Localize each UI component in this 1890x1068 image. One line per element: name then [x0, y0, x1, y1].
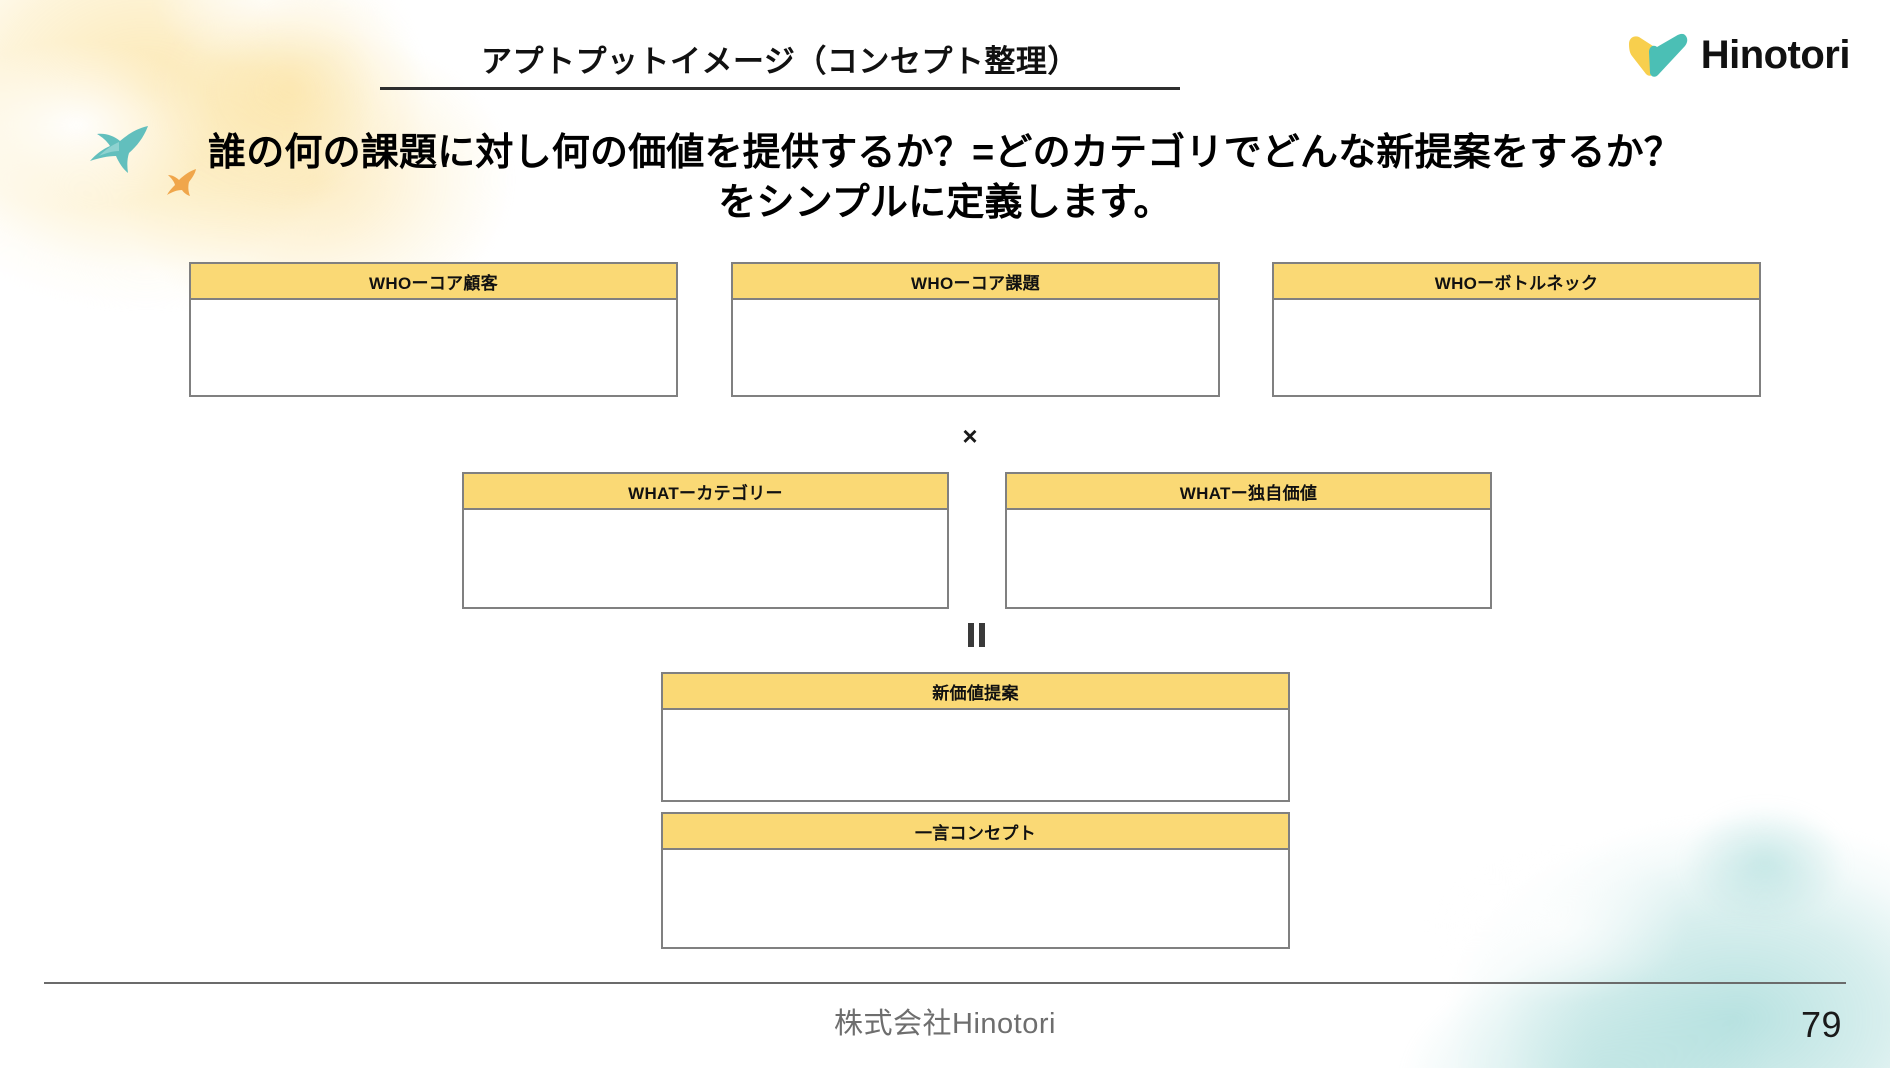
box-what-unique-value-header: WHATー独自価値 — [1007, 474, 1490, 510]
box-who-core-issue-header: WHOーコア課題 — [733, 264, 1218, 300]
watercolor-wash-bottom-right-secondary — [1650, 778, 1880, 948]
box-who-core-issue-body[interactable] — [733, 300, 1218, 395]
box-one-line-concept[interactable]: 一言コンセプト — [661, 812, 1290, 949]
page-number: 79 — [1800, 1004, 1842, 1045]
footer-divider — [44, 982, 1846, 984]
footer-company-name: 株式会社Hinotori — [834, 1008, 1056, 1040]
hinotori-logo: Hinotori — [1627, 32, 1851, 78]
headline-line-2: をシンプルに定義します。 — [718, 182, 1172, 225]
box-what-unique-value-body[interactable] — [1007, 510, 1490, 607]
box-who-bottleneck-body[interactable] — [1274, 300, 1759, 395]
box-what-category-body[interactable] — [464, 510, 947, 607]
box-what-unique-value[interactable]: WHATー独自価値 — [1005, 472, 1492, 609]
logo-text: Hinotori — [1700, 33, 1851, 77]
hinotori-bird-check-icon — [1628, 33, 1687, 77]
operator-equals-icon — [965, 623, 987, 647]
box-what-category-header: WHATーカテゴリー — [464, 474, 947, 510]
box-who-core-customer-body[interactable] — [191, 300, 676, 395]
box-new-value-proposal[interactable]: 新価値提案 — [661, 672, 1290, 802]
box-who-bottleneck-header: WHOーボトルネック — [1274, 264, 1759, 300]
operator-multiply-icon: × — [962, 421, 978, 451]
headline: 誰の何の課題に対し何の価値を提供するか？=どのカテゴリでどんな新提案をするか？ … — [0, 128, 1890, 228]
box-one-line-concept-header: 一言コンセプト — [663, 814, 1288, 850]
box-new-value-proposal-body[interactable] — [663, 710, 1288, 800]
box-who-core-customer-header: WHOーコア顧客 — [191, 264, 676, 300]
box-what-category[interactable]: WHATーカテゴリー — [462, 472, 949, 609]
box-who-core-issue[interactable]: WHOーコア課題 — [731, 262, 1220, 397]
box-who-bottleneck[interactable]: WHOーボトルネック — [1272, 262, 1761, 397]
box-new-value-proposal-header: 新価値提案 — [663, 674, 1288, 710]
box-who-core-customer[interactable]: WHOーコア顧客 — [189, 262, 678, 397]
slide-header: アプトプットイメージ（コンセプト整理） — [380, 36, 1180, 90]
headline-line-1: 誰の何の課題に対し何の価値を提供するか？=どのカテゴリでどんな新提案をするか？ — [208, 132, 1682, 174]
page-title: アプトプットイメージ（コンセプト整理） — [481, 44, 1079, 79]
box-one-line-concept-body[interactable] — [663, 850, 1288, 947]
